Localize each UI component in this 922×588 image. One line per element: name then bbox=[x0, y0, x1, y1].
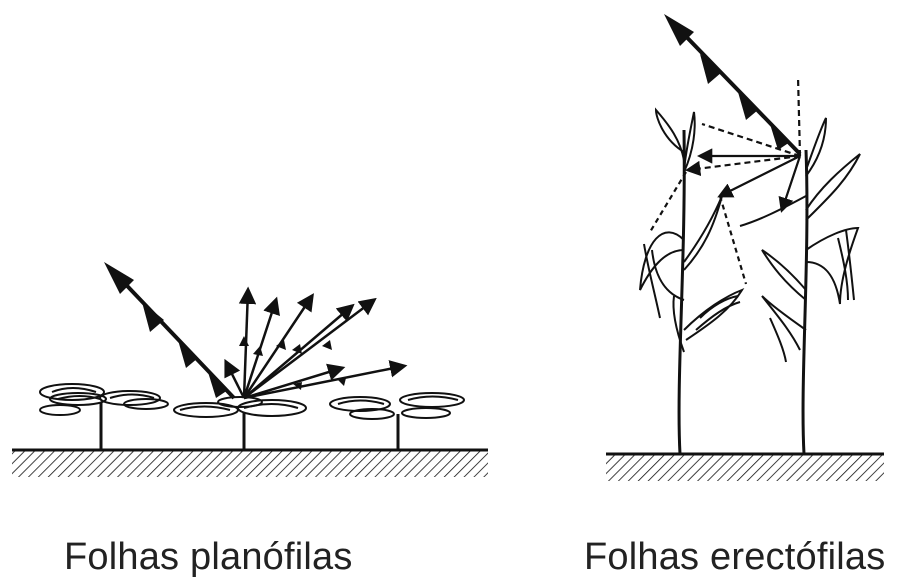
left-ground bbox=[12, 450, 488, 477]
planophile-panel bbox=[12, 262, 488, 477]
planophile-plant-3 bbox=[330, 393, 464, 450]
left-incident-light-ray bbox=[104, 262, 234, 398]
planophile-plant-1 bbox=[40, 384, 168, 450]
erectophile-plant-2 bbox=[740, 118, 860, 454]
erectophile-plant-1 bbox=[640, 110, 742, 454]
caption-erectophile: Folhas erectófilas bbox=[584, 536, 885, 579]
right-ground bbox=[606, 454, 884, 481]
erectophile-panel bbox=[606, 14, 884, 481]
planophile-plant-2 bbox=[174, 397, 306, 450]
left-reflected-rays bbox=[226, 290, 404, 398]
caption-planophile: Folhas planófilas bbox=[64, 536, 353, 579]
